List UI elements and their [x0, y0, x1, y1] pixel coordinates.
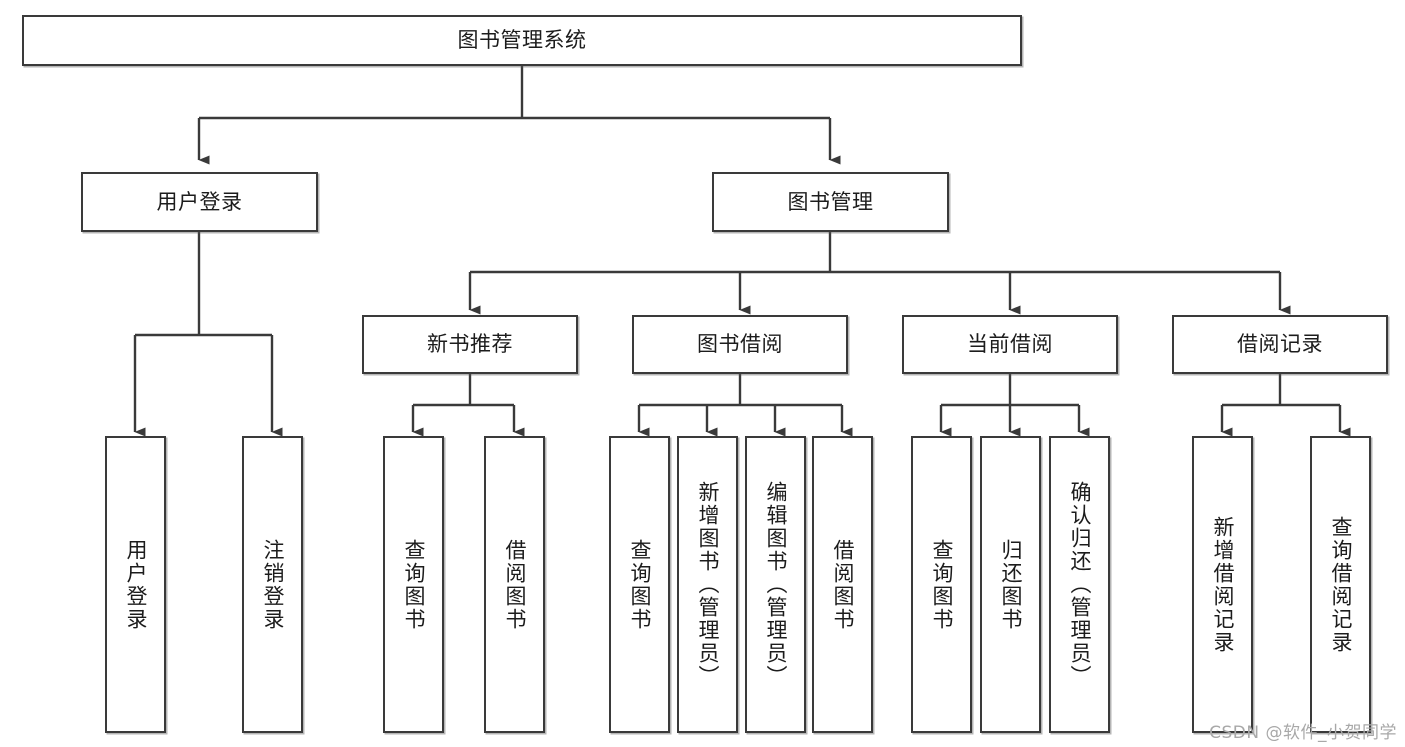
node-label: 注销登录: [261, 538, 285, 631]
node-label: 图书借阅: [697, 332, 783, 357]
node-leaf-return-book[interactable]: 归还图书: [980, 436, 1041, 733]
node-label: 图书管理系统: [457, 28, 587, 53]
node-label: 归还图书: [999, 538, 1023, 631]
node-leaf-borrow-book-1[interactable]: 借阅图书: [484, 436, 545, 733]
node-label: 新书推荐: [427, 332, 513, 357]
node-label: 确认归还（管理员）: [1068, 481, 1092, 688]
node-leaf-add-book[interactable]: 新增图书（管理员）: [677, 436, 738, 733]
node-leaf-edit-book[interactable]: 编辑图书（管理员）: [745, 436, 806, 733]
node-new-book-recommend[interactable]: 新书推荐: [362, 315, 578, 374]
node-label: 借阅记录: [1237, 332, 1323, 357]
node-label: 新增图书（管理员）: [696, 481, 720, 688]
csdn-watermark: CSDN @软件_小贺同学: [1209, 723, 1397, 743]
node-label: 编辑图书（管理员）: [764, 481, 788, 688]
node-label: 当前借阅: [967, 332, 1053, 357]
node-leaf-user-login[interactable]: 用户登录: [105, 436, 166, 733]
node-label: 图书管理: [787, 189, 874, 214]
node-label: 查询图书: [402, 538, 426, 631]
node-label: 查询借阅记录: [1329, 515, 1353, 654]
node-label: 用户登录: [156, 189, 243, 214]
node-label: 借阅图书: [503, 538, 527, 631]
node-label: 查询图书: [930, 538, 954, 631]
node-borrow-record[interactable]: 借阅记录: [1172, 315, 1388, 374]
node-leaf-query-record[interactable]: 查询借阅记录: [1310, 436, 1371, 733]
node-leaf-query-book-1[interactable]: 查询图书: [383, 436, 444, 733]
node-label: 借阅图书: [831, 538, 855, 631]
node-label: 查询图书: [628, 538, 652, 631]
node-user-login[interactable]: 用户登录: [81, 172, 318, 232]
node-book-borrow[interactable]: 图书借阅: [632, 315, 848, 374]
node-current-borrow[interactable]: 当前借阅: [902, 315, 1118, 374]
node-label: 新增借阅记录: [1211, 515, 1235, 654]
node-leaf-add-record[interactable]: 新增借阅记录: [1192, 436, 1253, 733]
node-book-management[interactable]: 图书管理: [712, 172, 949, 232]
node-book-management-system[interactable]: 图书管理系统: [22, 15, 1022, 66]
node-label: 用户登录: [124, 538, 148, 631]
node-leaf-logout-login[interactable]: 注销登录: [242, 436, 303, 733]
node-leaf-query-book-3[interactable]: 查询图书: [911, 436, 972, 733]
node-leaf-query-book-2[interactable]: 查询图书: [609, 436, 670, 733]
node-leaf-confirm-return[interactable]: 确认归还（管理员）: [1049, 436, 1110, 733]
node-leaf-borrow-book-2[interactable]: 借阅图书: [812, 436, 873, 733]
